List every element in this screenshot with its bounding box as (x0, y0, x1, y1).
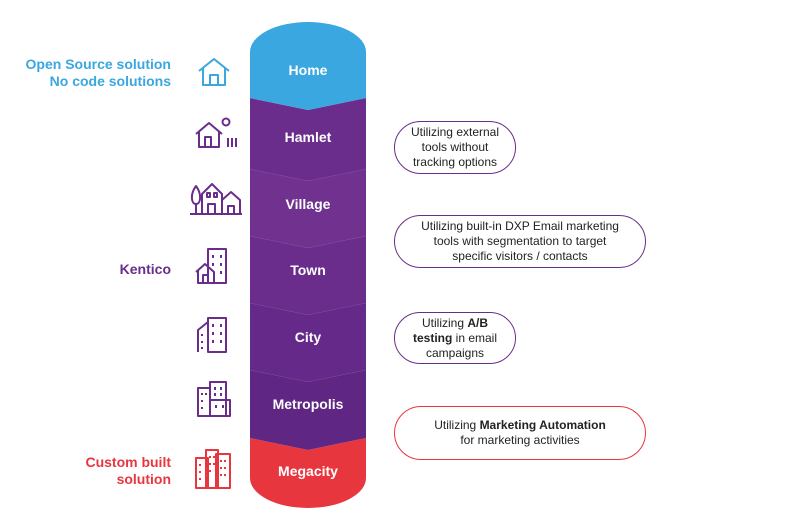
callout-line: Utilizing Marketing Automation (434, 418, 606, 433)
callout-line: tools with segmentation to target (433, 234, 607, 248)
town-icon (195, 248, 227, 284)
segment-home (250, 22, 366, 110)
callout-line: for marketing activities (460, 433, 580, 447)
callout-line: campaigns (425, 345, 485, 360)
house-with-sun-icon (195, 117, 237, 148)
level-label-city: City (294, 329, 322, 345)
level-label-hamlet: Hamlet (284, 129, 332, 145)
segment-megacity (250, 438, 366, 508)
side-label-line: Kentico (119, 261, 171, 277)
side-label-line: Custom built (85, 454, 171, 470)
callout-text: Utilizing (434, 418, 480, 432)
callout-text: Utilizing (421, 315, 468, 330)
segment-metropolis (250, 370, 366, 450)
callout-line: Utilizing A/B (413, 316, 497, 331)
segment-town (250, 236, 366, 315)
callout-metropolis: Utilizing Marketing Automation for marke… (394, 406, 646, 460)
callout-city: Utilizing A/B testing in email campaigns (394, 312, 516, 364)
segment-village (250, 169, 366, 248)
callout-text: in email (452, 330, 498, 345)
callout-line: tools without (421, 140, 489, 154)
metropolis-icon (197, 381, 231, 417)
callout-text-bold: A/B (467, 315, 489, 330)
house-icon (198, 58, 230, 86)
callout-line: tracking options (412, 155, 498, 169)
segment-hamlet (250, 98, 366, 181)
callout-line: testing in email (413, 331, 497, 346)
side-label-open-source: Open Source solution No code solutions (26, 56, 171, 90)
callout-text-bold: testing (412, 330, 453, 345)
segment-city (250, 303, 366, 382)
side-label-line: solution (116, 471, 171, 487)
callout-text-bold: Marketing Automation (479, 418, 606, 432)
level-label-village: Village (285, 196, 331, 212)
callout-line: specific visitors / contacts (452, 249, 588, 263)
callout-line: Utilizing built-in DXP Email marketing (421, 219, 619, 233)
side-label-custom: Custom built solution (85, 454, 171, 488)
callout-hamlet: Utilizing external tools without trackin… (394, 121, 516, 174)
level-label-megacity: Megacity (278, 463, 338, 479)
side-label-line: No code solutions (49, 73, 171, 89)
city-icon (197, 317, 227, 353)
megacity-icon (195, 449, 231, 489)
level-label-metropolis: Metropolis (272, 396, 344, 412)
callout-village: Utilizing built-in DXP Email marketing t… (394, 215, 646, 268)
side-label-line: Open Source solution (25, 56, 171, 72)
level-label-home: Home (288, 62, 328, 78)
callout-line: Utilizing external (410, 125, 500, 139)
level-label-town: Town (290, 262, 326, 278)
side-label-kentico: Kentico (120, 261, 171, 278)
village-icon (190, 183, 242, 215)
